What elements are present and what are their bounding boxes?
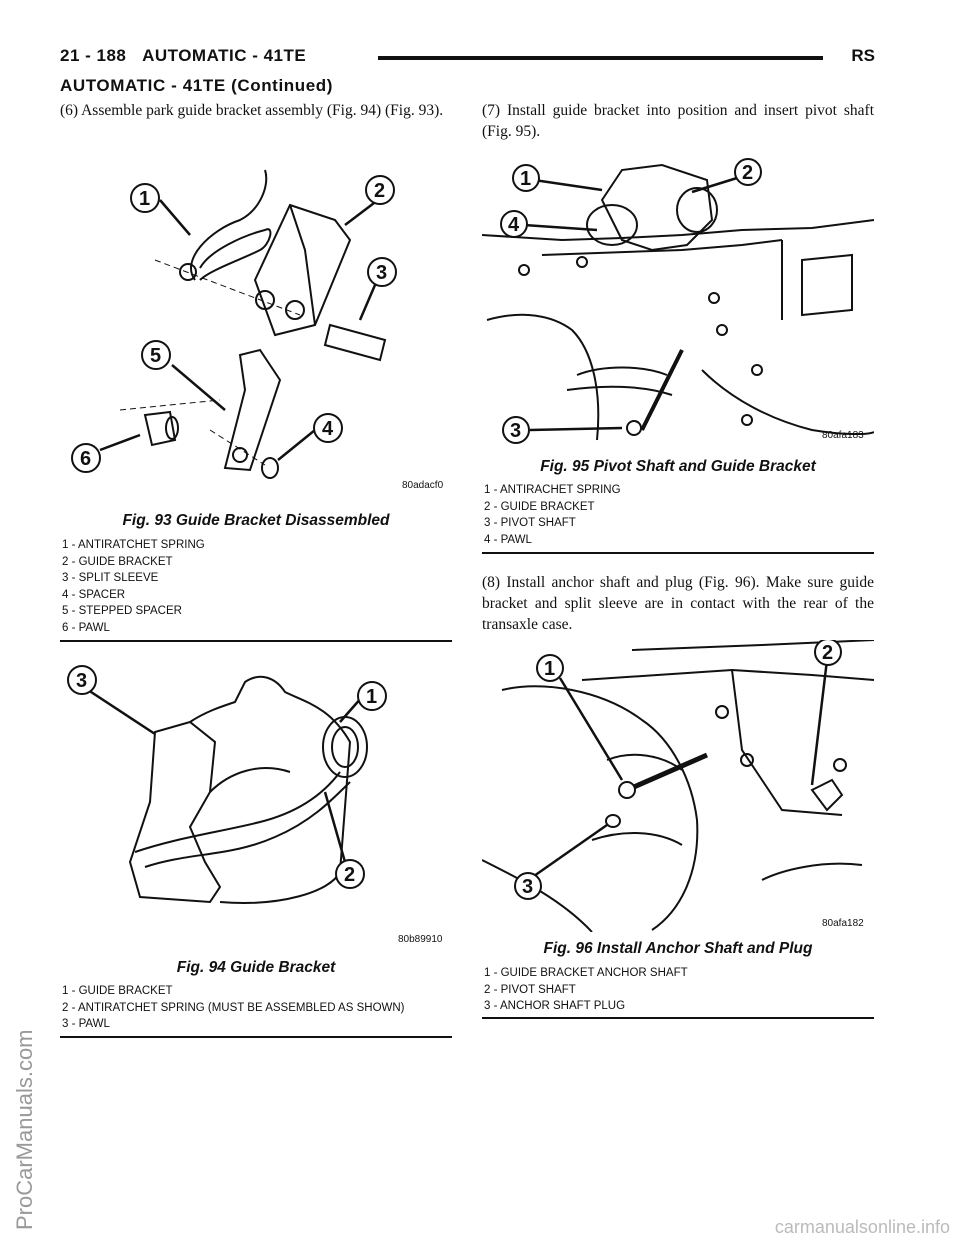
figure-96-caption: Fig. 96 Install Anchor Shaft and Plug (543, 940, 813, 957)
section-subheader: AUTOMATIC - 41TE (Continued) (60, 76, 334, 95)
legend-item: 2 - PIVOT SHAFT (484, 983, 576, 996)
figure-95-illustration: 1 2 3 4 80afa183 (482, 150, 874, 450)
fig95-callout-1: 1 (520, 168, 531, 190)
page-number: 21 - 188 AUTOMATIC - 41TE (60, 46, 307, 65)
fig96-code: 80afa182 (822, 918, 864, 929)
legend-item: 1 - ANTIRATCHET SPRING (62, 539, 205, 551)
fig95-callout-3: 3 (510, 420, 521, 442)
page-header: 21 - 188 AUTOMATIC - 41TE RS (60, 44, 875, 70)
figure-94-rule (60, 1036, 452, 1038)
fig93-callout-3: 3 (376, 262, 387, 284)
step-6-text: (6) Assemble park guide bracket assembly… (60, 102, 444, 119)
legend-item: 4 - SPACER (62, 588, 126, 601)
fig95-code: 80afa183 (822, 430, 864, 441)
figure-95-legend: 1 - ANTIRACHET SPRING 2 - GUIDE BRACKET … (484, 482, 621, 548)
legend-item: 1 - GUIDE BRACKET ANCHOR SHAFT (484, 967, 688, 979)
fig93-callout-4: 4 (322, 418, 334, 440)
step-7-text: (7) Install guide bracket into position … (482, 102, 874, 140)
fig93-callout-5: 5 (150, 345, 161, 367)
fig94-callout-3: 3 (76, 670, 87, 692)
legend-item: 2 - GUIDE BRACKET (484, 500, 595, 513)
figure-93-legend: 1 - ANTIRATCHET SPRING 2 - GUIDE BRACKET… (62, 537, 205, 636)
header-code: RS (851, 46, 875, 65)
fig95-callout-2: 2 (742, 162, 753, 184)
fig96-callout-2: 2 (822, 642, 833, 664)
fig94-callout-1: 1 (366, 686, 377, 708)
legend-item: 3 - SPLIT SLEEVE (62, 572, 159, 584)
fig95-callout-4: 4 (508, 214, 520, 236)
figure-96-legend: 1 - GUIDE BRACKET ANCHOR SHAFT 2 - PIVOT… (484, 965, 688, 1015)
step-8-text: (8) Install anchor shaft and plug (Fig. … (482, 574, 874, 633)
legend-item: 2 - ANTIRATCHET SPRING (MUST BE ASSEMBLE… (62, 1001, 405, 1014)
legend-item: 5 - STEPPED SPACER (62, 605, 182, 617)
legend-item: 6 - PAWL (62, 621, 110, 634)
figure-94-legend: 1 - GUIDE BRACKET 2 - ANTIRATCHET SPRING… (62, 983, 405, 1033)
fig94-code: 80b89910 (398, 934, 443, 945)
footer-watermark: carmanualsonline.info (774, 1217, 950, 1237)
legend-item: 1 - ANTIRACHET SPRING (484, 484, 621, 496)
legend-item: 4 - PAWL (484, 533, 532, 546)
figure-94-caption: Fig. 94 Guide Bracket (176, 959, 336, 976)
legend-item: 3 - PIVOT SHAFT (484, 517, 576, 529)
fig96-callout-1: 1 (544, 658, 555, 680)
figure-95-caption: Fig. 95 Pivot Shaft and Guide Bracket (540, 458, 816, 475)
legend-item: 3 - PAWL (62, 1018, 110, 1030)
figure-93-caption: Fig. 93 Guide Bracket Disassembled (122, 512, 390, 529)
side-watermark: ProCarManuals.com (12, 1029, 37, 1230)
figure-96-rule (482, 1017, 874, 1019)
figure-93-rule (60, 640, 452, 642)
fig93-callout-1: 1 (139, 188, 150, 210)
fig93-callout-6: 6 (80, 448, 91, 470)
figure-96-illustration: 1 2 3 80afa182 (482, 640, 874, 932)
legend-item: 2 - GUIDE BRACKET (62, 555, 173, 568)
header-rule (378, 56, 823, 60)
legend-item: 3 - ANCHOR SHAFT PLUG (484, 1000, 626, 1012)
fig94-callout-2: 2 (344, 864, 355, 886)
fig93-code: 80adacf0 (402, 480, 444, 491)
fig93-callout-2: 2 (374, 180, 385, 202)
figure-93-illustration: 1 2 3 4 5 6 80adacf0 (60, 150, 452, 502)
figure-94-illustration: 3 1 2 80b89910 (60, 652, 452, 952)
fig96-callout-3: 3 (522, 876, 533, 898)
figure-95-rule (482, 552, 874, 554)
legend-item: 1 - GUIDE BRACKET (62, 985, 173, 997)
